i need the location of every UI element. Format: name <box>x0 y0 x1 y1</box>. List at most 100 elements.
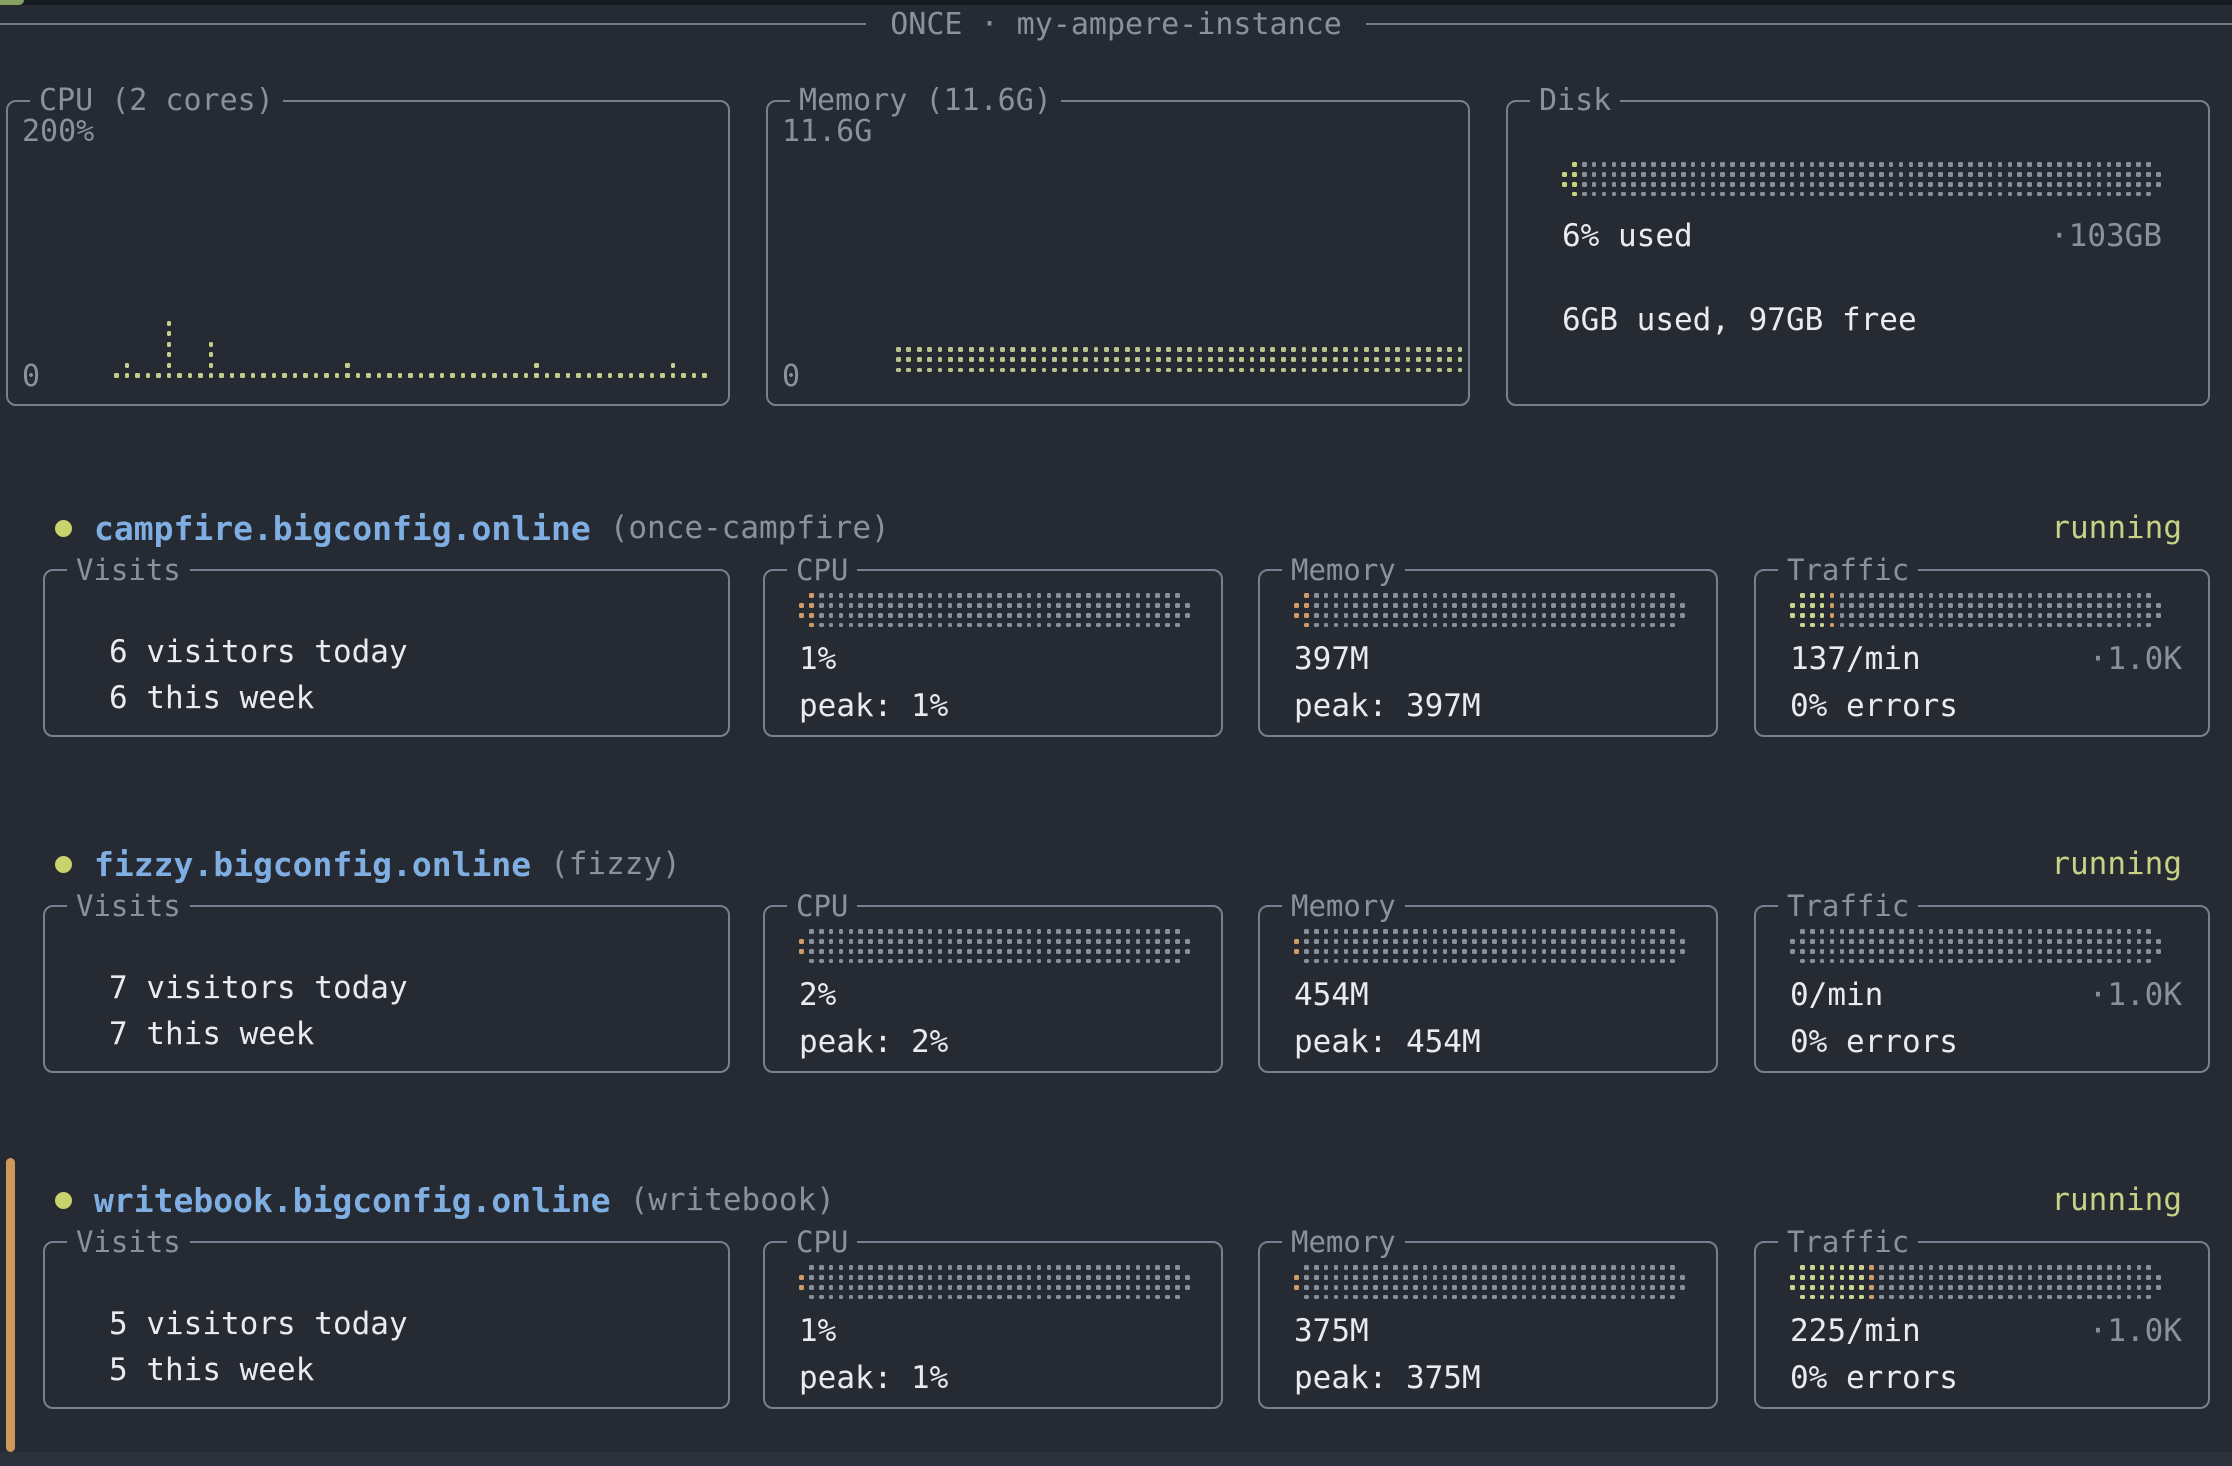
disk-used-label: 6% used <box>1562 218 1693 254</box>
instance-title-bar: ONCE · my-ampere-instance <box>0 0 2232 48</box>
app-cpu-panel: CPU 2% peak: 2% <box>763 885 1223 1073</box>
app-memory-peak: peak: 397M <box>1294 688 1481 724</box>
app-cpu-value: 1% <box>799 1313 837 1349</box>
app-domain: fizzy.bigconfig.online <box>94 844 532 884</box>
app-memory-peak: peak: 375M <box>1294 1360 1481 1396</box>
app-cpu-gauge <box>799 593 1195 633</box>
top-left-accent <box>0 0 24 5</box>
app-memory-panel-title: Memory <box>1282 1221 1405 1263</box>
app-traffic-panel: Traffic 137/min ·1.0K 0% errors <box>1754 549 2210 737</box>
app-memory-panel: Memory 454M peak: 454M <box>1258 885 1718 1073</box>
top-edge-shadow <box>0 0 2232 5</box>
visitors-week: 5 this week <box>109 1352 315 1388</box>
status-dot-icon <box>55 519 72 537</box>
app-cpu-panel-title: CPU <box>787 885 858 927</box>
cpu-axis-min-label: 0 <box>22 359 41 394</box>
visitors-today: 6 visitors today <box>109 634 408 670</box>
title-rule-right <box>1365 23 2232 25</box>
instance-title: ONCE · my-ampere-instance <box>890 6 1342 42</box>
app-header: fizzy.bigconfig.online (fizzy) running <box>0 835 2232 893</box>
app-memory-gauge <box>1294 1265 1690 1305</box>
app-traffic-panel-title: Traffic <box>1778 549 1919 591</box>
app-cpu-panel: CPU 1% peak: 1% <box>763 549 1223 737</box>
system-disk-panel-title: Disk <box>1530 80 1621 122</box>
app-status-badge: running <box>2051 1182 2182 1218</box>
app-traffic-gauge <box>1790 593 2166 633</box>
visits-panel: Visits 6 visitors today 6 this week <box>43 549 730 737</box>
app-traffic-panel: Traffic 225/min ·1.0K 0% errors <box>1754 1221 2210 1409</box>
app-memory-value: 454M <box>1294 977 1369 1013</box>
app-cpu-peak: peak: 1% <box>799 1360 949 1396</box>
app-traffic-panel-title: Traffic <box>1778 1221 1919 1263</box>
status-dot-icon <box>55 855 72 873</box>
status-dot-icon <box>55 1191 72 1209</box>
visitors-today: 7 visitors today <box>109 970 408 1006</box>
visitors-week: 7 this week <box>109 1016 315 1052</box>
app-memory-peak: peak: 454M <box>1294 1024 1481 1060</box>
app-traffic-errors: 0% errors <box>1790 688 1958 724</box>
app-memory-panel-title: Memory <box>1282 885 1405 927</box>
app-row-campfire[interactable]: campfire.bigconfig.online (once-campfire… <box>0 499 2232 835</box>
disk-capacity-label: ·103GB <box>2050 218 2162 254</box>
app-cpu-gauge <box>799 929 1195 969</box>
memory-axis-min-label: 0 <box>782 359 801 394</box>
app-cpu-panel-title: CPU <box>787 549 858 591</box>
app-alias: (writebook) <box>629 1182 835 1218</box>
app-memory-gauge <box>1294 929 1690 969</box>
app-row-fizzy[interactable]: fizzy.bigconfig.online (fizzy) running V… <box>0 835 2232 1171</box>
app-alias: (fizzy) <box>550 846 681 882</box>
app-memory-value: 397M <box>1294 641 1369 677</box>
visits-panel: Visits 5 visitors today 5 this week <box>43 1221 730 1409</box>
app-traffic-gauge <box>1790 929 2166 969</box>
cpu-history-sparkline <box>114 315 713 378</box>
cpu-axis-max-label: 200% <box>22 114 95 149</box>
visits-panel: Visits 7 visitors today 7 this week <box>43 885 730 1073</box>
app-traffic-panel-title: Traffic <box>1778 885 1919 927</box>
system-disk-panel: Disk 6% used ·103GB 6GB used, 97GB free <box>1506 80 2210 406</box>
app-traffic-capacity: ·1.0K <box>2088 1313 2182 1349</box>
app-cpu-value: 2% <box>799 977 837 1013</box>
app-cpu-value: 1% <box>799 641 837 677</box>
app-row-writebook[interactable]: writebook.bigconfig.online (writebook) r… <box>0 1158 2232 1466</box>
app-traffic-errors: 0% errors <box>1790 1360 1958 1396</box>
app-traffic-errors: 0% errors <box>1790 1024 1958 1060</box>
app-domain: writebook.bigconfig.online <box>94 1180 611 1220</box>
disk-usage-gauge <box>1562 162 2166 202</box>
bottom-strip <box>0 1452 2232 1466</box>
selection-indicator-bar <box>6 1158 15 1452</box>
visits-panel-title: Visits <box>67 1221 190 1263</box>
app-memory-panel: Memory 375M peak: 375M <box>1258 1221 1718 1409</box>
app-status-badge: running <box>2051 510 2182 546</box>
visits-panel-title: Visits <box>67 549 190 591</box>
system-memory-panel: Memory (11.6G) 11.6G 0 <box>766 80 1470 406</box>
app-cpu-peak: peak: 1% <box>799 688 949 724</box>
visits-panel-title: Visits <box>67 885 190 927</box>
app-memory-panel-title: Memory <box>1282 549 1405 591</box>
system-memory-panel-title: Memory (11.6G) <box>790 80 1061 122</box>
app-traffic-capacity: ·1.0K <box>2088 977 2182 1013</box>
app-traffic-capacity: ·1.0K <box>2088 641 2182 677</box>
app-status-badge: running <box>2051 846 2182 882</box>
app-header: writebook.bigconfig.online (writebook) r… <box>0 1171 2232 1229</box>
system-cpu-panel-title: CPU (2 cores) <box>30 80 283 122</box>
visitors-today: 5 visitors today <box>109 1306 408 1342</box>
app-traffic-gauge <box>1790 1265 2166 1305</box>
disk-detail-label: 6GB used, 97GB free <box>1562 302 1917 338</box>
app-memory-value: 375M <box>1294 1313 1369 1349</box>
memory-axis-max-label: 11.6G <box>782 114 873 149</box>
app-memory-panel: Memory 397M peak: 397M <box>1258 549 1718 737</box>
app-traffic-panel: Traffic 0/min ·1.0K 0% errors <box>1754 885 2210 1073</box>
app-domain: campfire.bigconfig.online <box>94 508 591 548</box>
app-cpu-panel-title: CPU <box>787 1221 858 1263</box>
app-traffic-rate: 0/min <box>1790 977 1884 1013</box>
app-traffic-rate: 137/min <box>1790 641 1921 677</box>
visitors-week: 6 this week <box>109 680 315 716</box>
memory-history-band <box>896 346 1468 378</box>
app-cpu-peak: peak: 2% <box>799 1024 949 1060</box>
title-rule-left <box>0 23 867 25</box>
app-cpu-gauge <box>799 1265 1195 1305</box>
app-traffic-rate: 225/min <box>1790 1313 1921 1349</box>
app-alias: (once-campfire) <box>609 510 890 546</box>
disk-panel-body: 6% used ·103GB 6GB used, 97GB free <box>1508 102 2208 342</box>
